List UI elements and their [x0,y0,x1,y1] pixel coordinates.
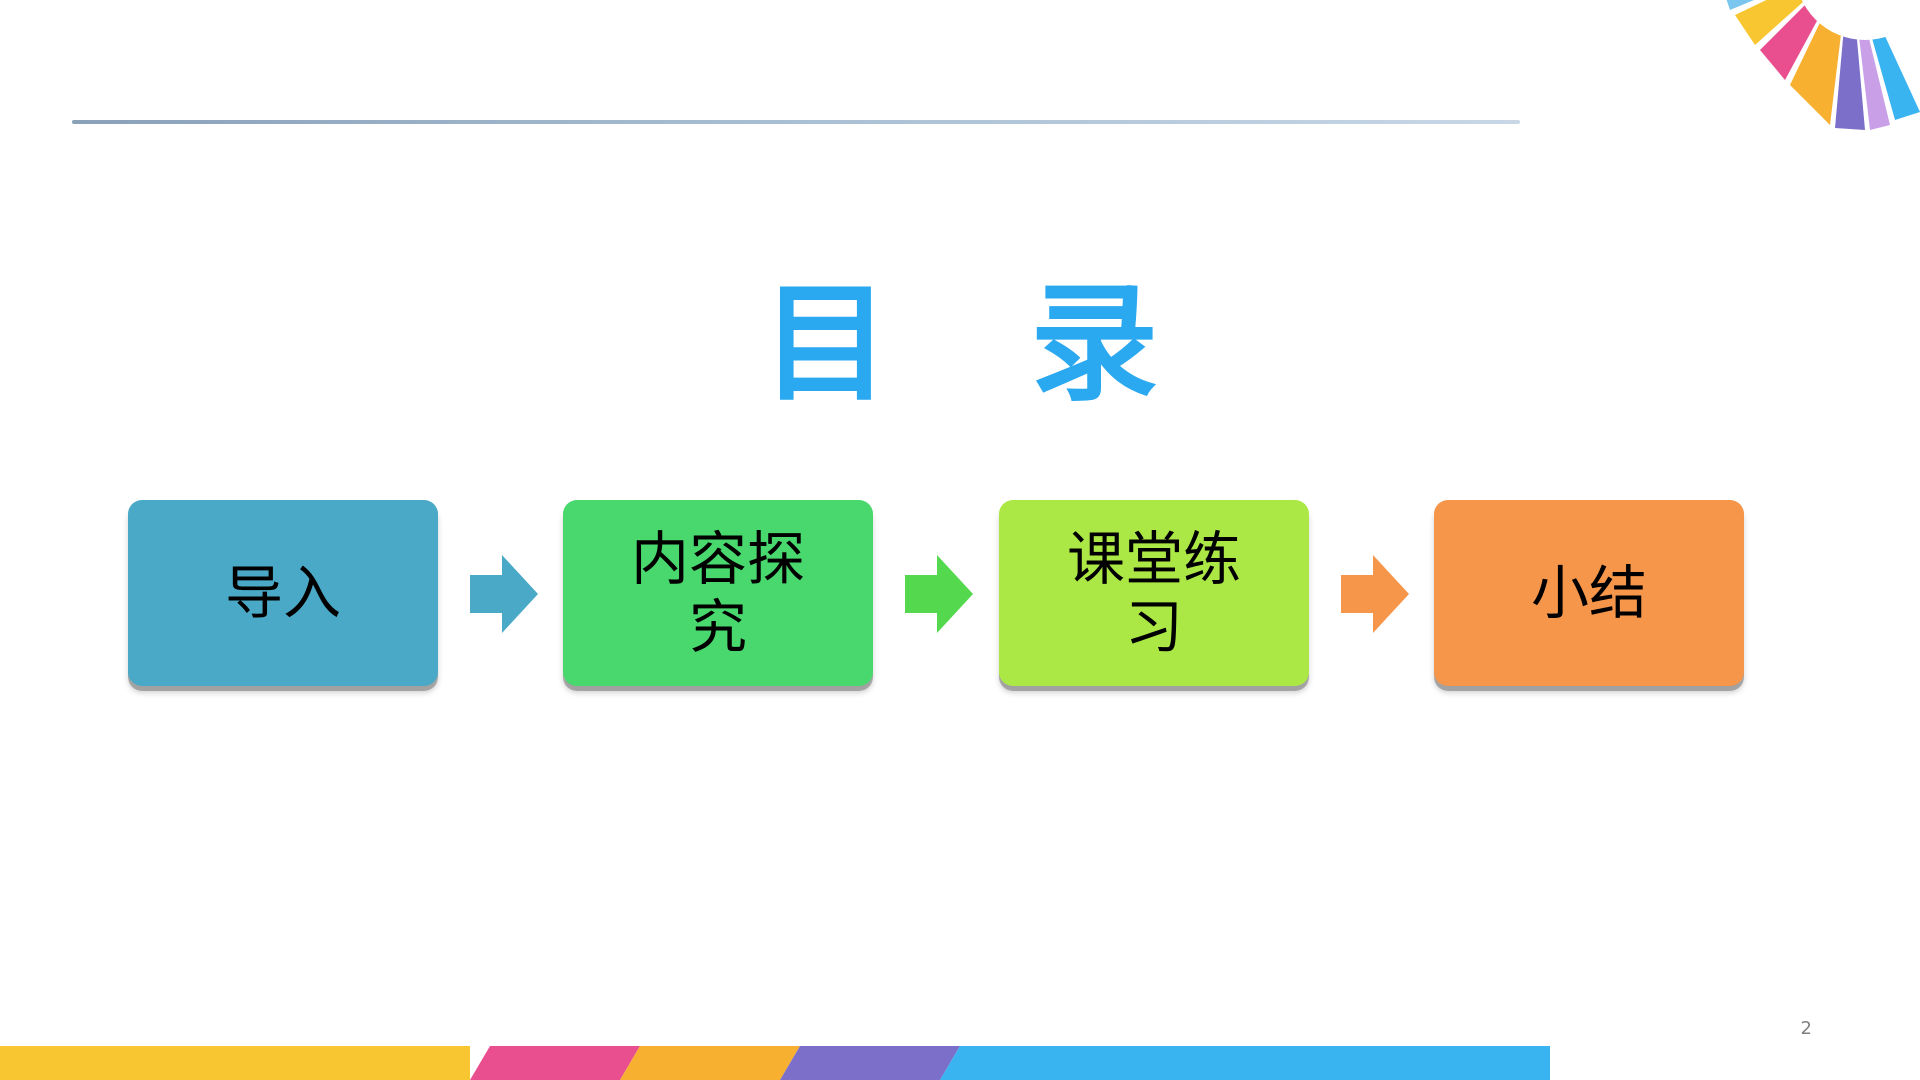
right-arrow-icon [470,555,538,633]
page-number: 2 [1800,1018,1812,1039]
right-arrow-icon [905,555,973,633]
step-label: 小结 [1530,559,1647,627]
step-label: 课堂练习 [1066,525,1241,661]
process-flow: 导入 内容探究 课堂练习 小结 [128,500,1748,690]
header-divider [72,120,1520,124]
page-title: 目 录 [761,270,1207,419]
step-box-summary[interactable]: 小结 [1434,500,1744,686]
fan-center [1801,0,1920,40]
step-label: 内容探究 [630,525,805,661]
step-label: 导入 [224,559,341,627]
decorative-fan-icon [1726,0,1920,130]
right-arrow-icon [1341,555,1409,633]
decorative-bottom-band [0,1046,1550,1080]
step-box-intro[interactable]: 导入 [128,500,438,686]
step-box-content-exploration[interactable]: 内容探究 [563,500,873,686]
step-box-class-practice[interactable]: 课堂练习 [999,500,1309,686]
